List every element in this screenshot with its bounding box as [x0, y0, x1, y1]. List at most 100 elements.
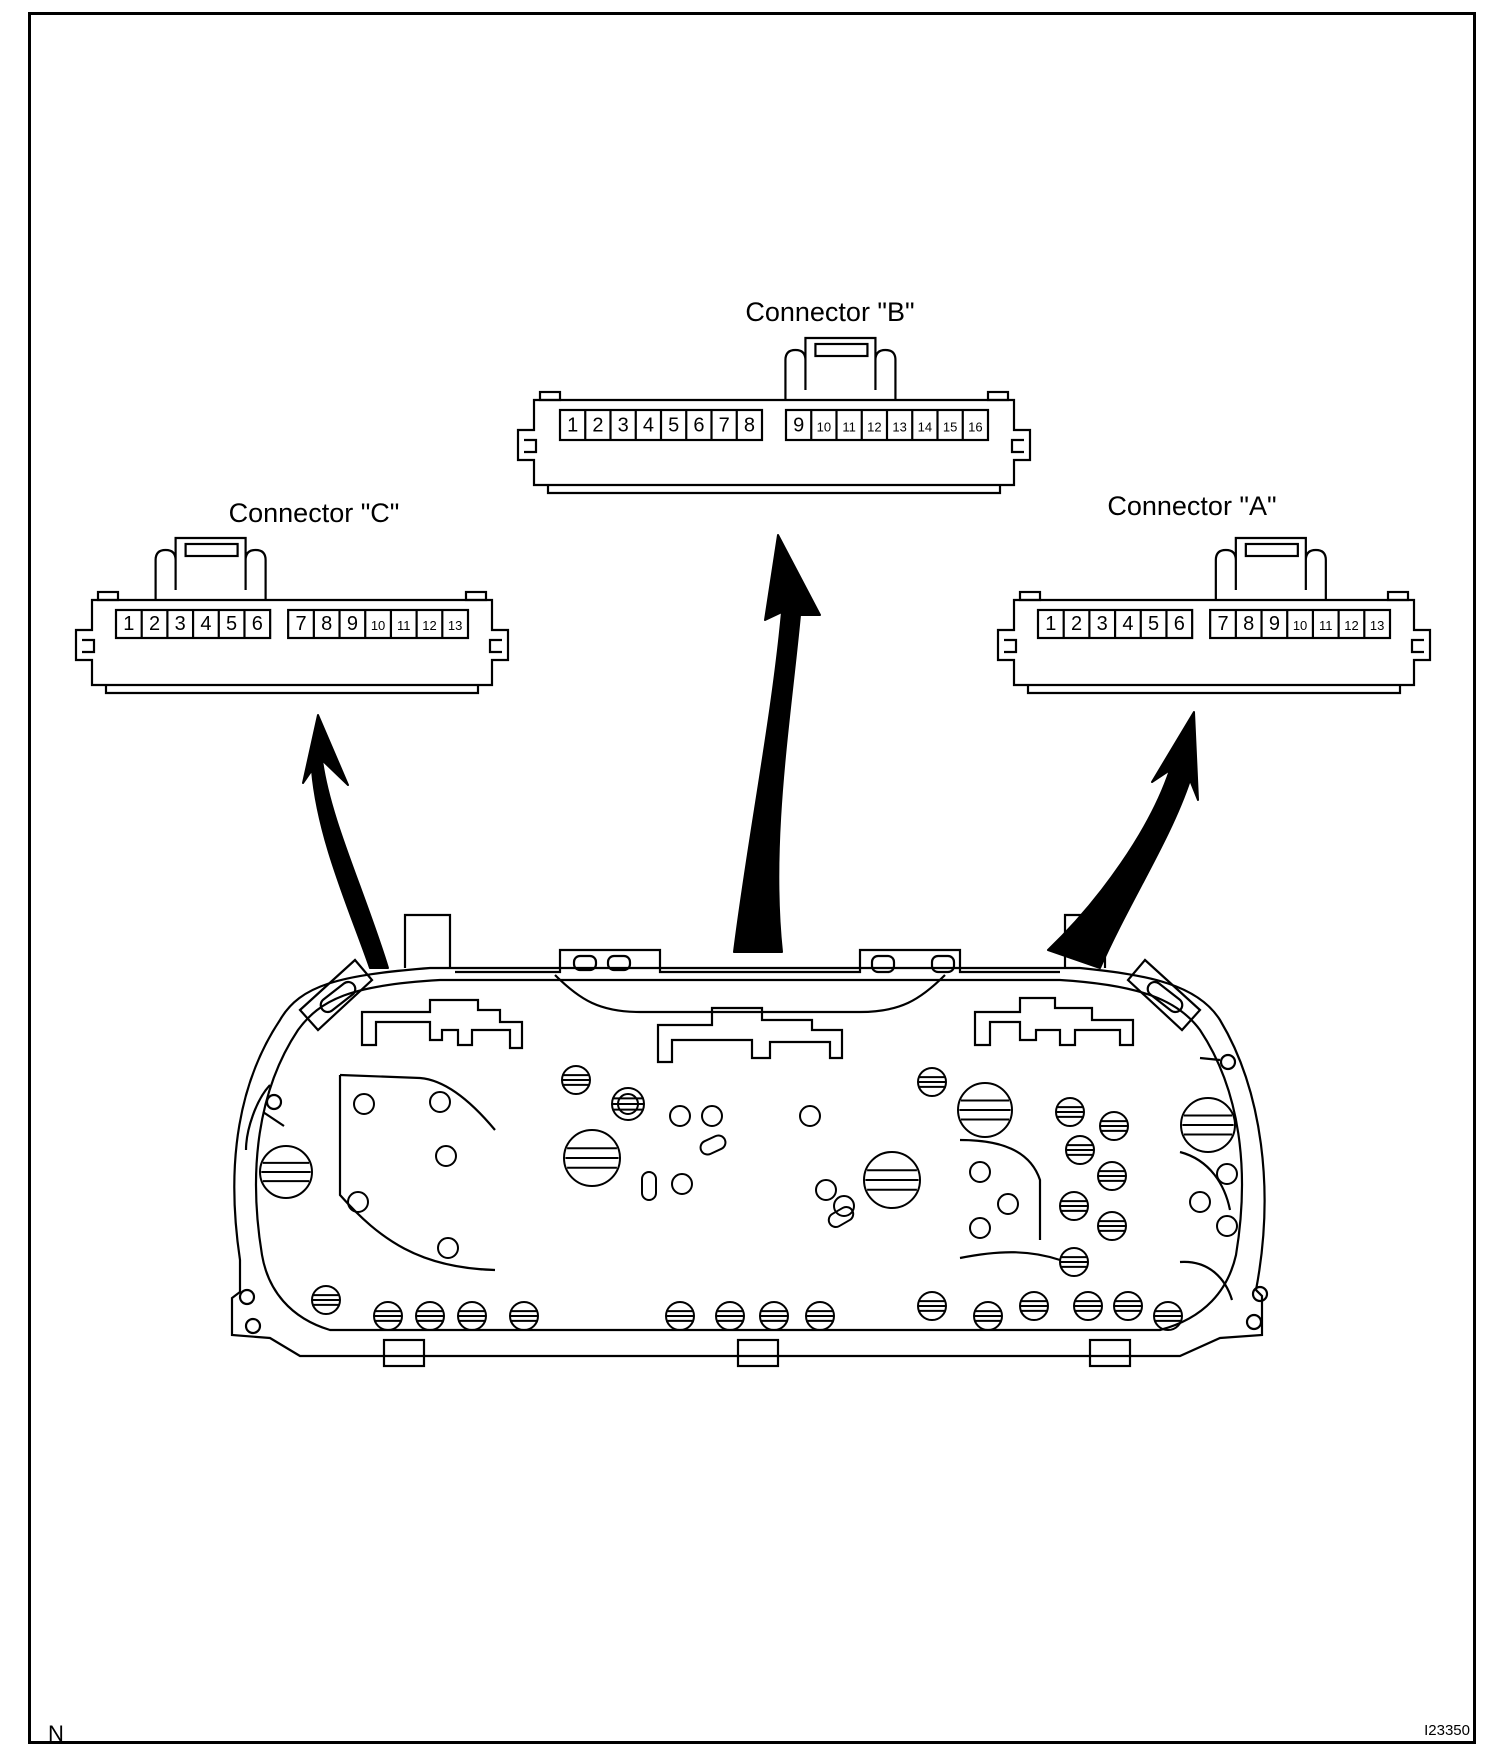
bulb-hole — [815, 1179, 837, 1201]
connector-housing — [74, 598, 510, 687]
connector-c-pin-11: 11 — [397, 618, 411, 633]
meter-inner-outline — [254, 978, 1244, 1332]
bulb-hole — [1216, 1163, 1238, 1185]
connector-b-pin-12: 12 — [867, 420, 881, 435]
connector-c-pin-7: 7 — [295, 613, 306, 635]
bulb-hole — [1097, 1211, 1127, 1241]
bulb-hole — [759, 1301, 789, 1331]
connector-a-pin-12: 12 — [1344, 618, 1358, 633]
bulb-hole — [435, 1145, 457, 1167]
bulb-hole — [957, 1082, 1013, 1138]
bulb-hole — [973, 1301, 1003, 1331]
bulb-hole — [437, 1237, 459, 1259]
connector-a-pin-10: 10 — [1293, 618, 1307, 633]
connector-b-pin-7: 7 — [719, 415, 730, 437]
connector-a-pin-9: 9 — [1269, 613, 1280, 635]
bulb-hole — [1059, 1247, 1089, 1277]
connector-b-pin-16: 16 — [968, 420, 982, 435]
bulb-hole — [833, 1195, 855, 1217]
connector-b-pin-6: 6 — [693, 415, 704, 437]
socket-c — [360, 998, 524, 1050]
connector-a-label: Connector "A" — [1107, 491, 1276, 521]
connector-a-pin-2: 2 — [1071, 613, 1082, 635]
bulb-hole — [969, 1161, 991, 1183]
connector-c-pin-2: 2 — [149, 613, 160, 635]
bulb-hole — [997, 1193, 1019, 1215]
connector-c-pin-13: 13 — [448, 618, 462, 633]
figure-code: I23350 — [1424, 1722, 1470, 1739]
connector-b-pin-1: 1 — [567, 415, 578, 437]
connector-housing — [516, 398, 1032, 487]
connector-a-pin-4: 4 — [1122, 613, 1133, 635]
connector-a-pin-7: 7 — [1217, 613, 1228, 635]
connector-c-pin-9: 9 — [347, 613, 358, 635]
bulb-hole — [1055, 1097, 1085, 1127]
connector-b-pin-4: 4 — [643, 415, 654, 437]
connector-c-label: Connector "C" — [229, 498, 400, 528]
connector-a-pin-8: 8 — [1243, 613, 1254, 635]
bulb-hole — [1216, 1215, 1238, 1237]
connector-latch — [784, 336, 897, 400]
connector-c-pin-3: 3 — [175, 613, 186, 635]
bulb-hole — [969, 1217, 991, 1239]
socket-a — [973, 996, 1135, 1047]
arrow-to-connector-a — [1047, 711, 1199, 969]
bulb-hole — [805, 1301, 835, 1331]
bulb-hole — [1180, 1097, 1236, 1153]
bulb-hole — [347, 1191, 369, 1213]
bulb-hole — [311, 1285, 341, 1315]
socket-b — [656, 1006, 844, 1064]
connector-a-pin-3: 3 — [1097, 613, 1108, 635]
bulb-hole — [1065, 1135, 1095, 1165]
connector-a-pin-5: 5 — [1148, 613, 1159, 635]
connector-latch — [1214, 536, 1327, 600]
bulb-hole — [509, 1301, 539, 1331]
meter-outer-housing — [230, 966, 1266, 1358]
bulb-hole — [701, 1105, 723, 1127]
bulb-holes — [259, 1065, 1238, 1331]
connector-c-pin-5: 5 — [226, 613, 237, 635]
bulb-hole — [457, 1301, 487, 1331]
bulb-hole — [1153, 1301, 1183, 1331]
bulb-hole — [561, 1065, 591, 1095]
corner-letter: N — [48, 1721, 64, 1746]
bulb-hole — [611, 1087, 645, 1121]
bulb-hole — [671, 1173, 693, 1195]
connector-b-pin-15: 15 — [943, 420, 957, 435]
connector-b-label: Connector "B" — [745, 297, 914, 327]
bulb-hole — [563, 1129, 621, 1187]
bulb-hole — [429, 1091, 451, 1113]
slot-hole — [827, 1206, 855, 1228]
bulb-hole — [669, 1105, 691, 1127]
slot-hole — [641, 1171, 657, 1201]
connector-c-pin-4: 4 — [200, 613, 211, 635]
connector-b-pin-11: 11 — [842, 420, 856, 435]
bulb-hole — [1113, 1291, 1143, 1321]
bulb-hole — [259, 1145, 313, 1199]
bulb-hole — [799, 1105, 821, 1127]
arrows — [302, 534, 1199, 969]
connector-a-pin-11: 11 — [1319, 618, 1333, 633]
bulb-hole — [1059, 1191, 1089, 1221]
connector-c-pin-12: 12 — [422, 618, 436, 633]
figure-frame — [28, 12, 1476, 1744]
bulb-hole — [1019, 1291, 1049, 1321]
connector-a-pin-1: 1 — [1045, 613, 1056, 635]
meter-top-bridge — [455, 948, 1060, 974]
connector-b-pin-13: 13 — [892, 420, 906, 435]
bulb-hole — [863, 1151, 921, 1209]
connector-b-pin-8: 8 — [744, 415, 755, 437]
arrow-to-connector-c — [302, 714, 389, 969]
arrow-to-connector-b — [733, 534, 821, 953]
combination-meter-rear — [230, 913, 1269, 1368]
connector-a-pin-6: 6 — [1174, 613, 1185, 635]
connector-b-pin-3: 3 — [618, 415, 629, 437]
bulb-hole — [415, 1301, 445, 1331]
bulb-hole — [1099, 1111, 1129, 1141]
connector-b-pin-10: 10 — [817, 420, 831, 435]
bulb-hole — [1073, 1291, 1103, 1321]
bulb-hole — [373, 1301, 403, 1331]
